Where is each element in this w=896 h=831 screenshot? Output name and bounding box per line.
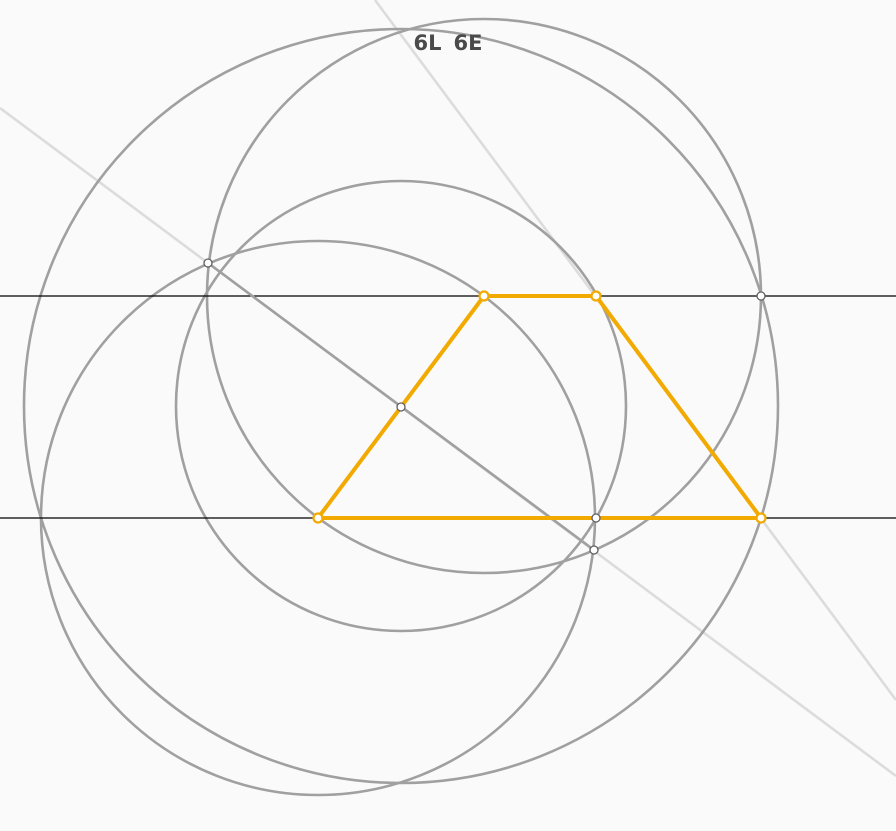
point-icon[interactable] — [396, 402, 406, 412]
point-icon[interactable] — [756, 291, 766, 301]
point-icon[interactable] — [589, 545, 599, 555]
goal-trapezoid — [316, 294, 763, 520]
goal-edge-right — [594, 294, 763, 520]
circle-center[interactable] — [174, 179, 628, 633]
point-icon[interactable] — [591, 513, 601, 523]
goal-point-icon[interactable] — [478, 290, 490, 302]
goal-point-icon[interactable] — [590, 290, 602, 302]
goal-point-icon[interactable] — [312, 512, 324, 524]
point-icon[interactable] — [203, 258, 213, 268]
goal-point-icon[interactable] — [755, 512, 767, 524]
